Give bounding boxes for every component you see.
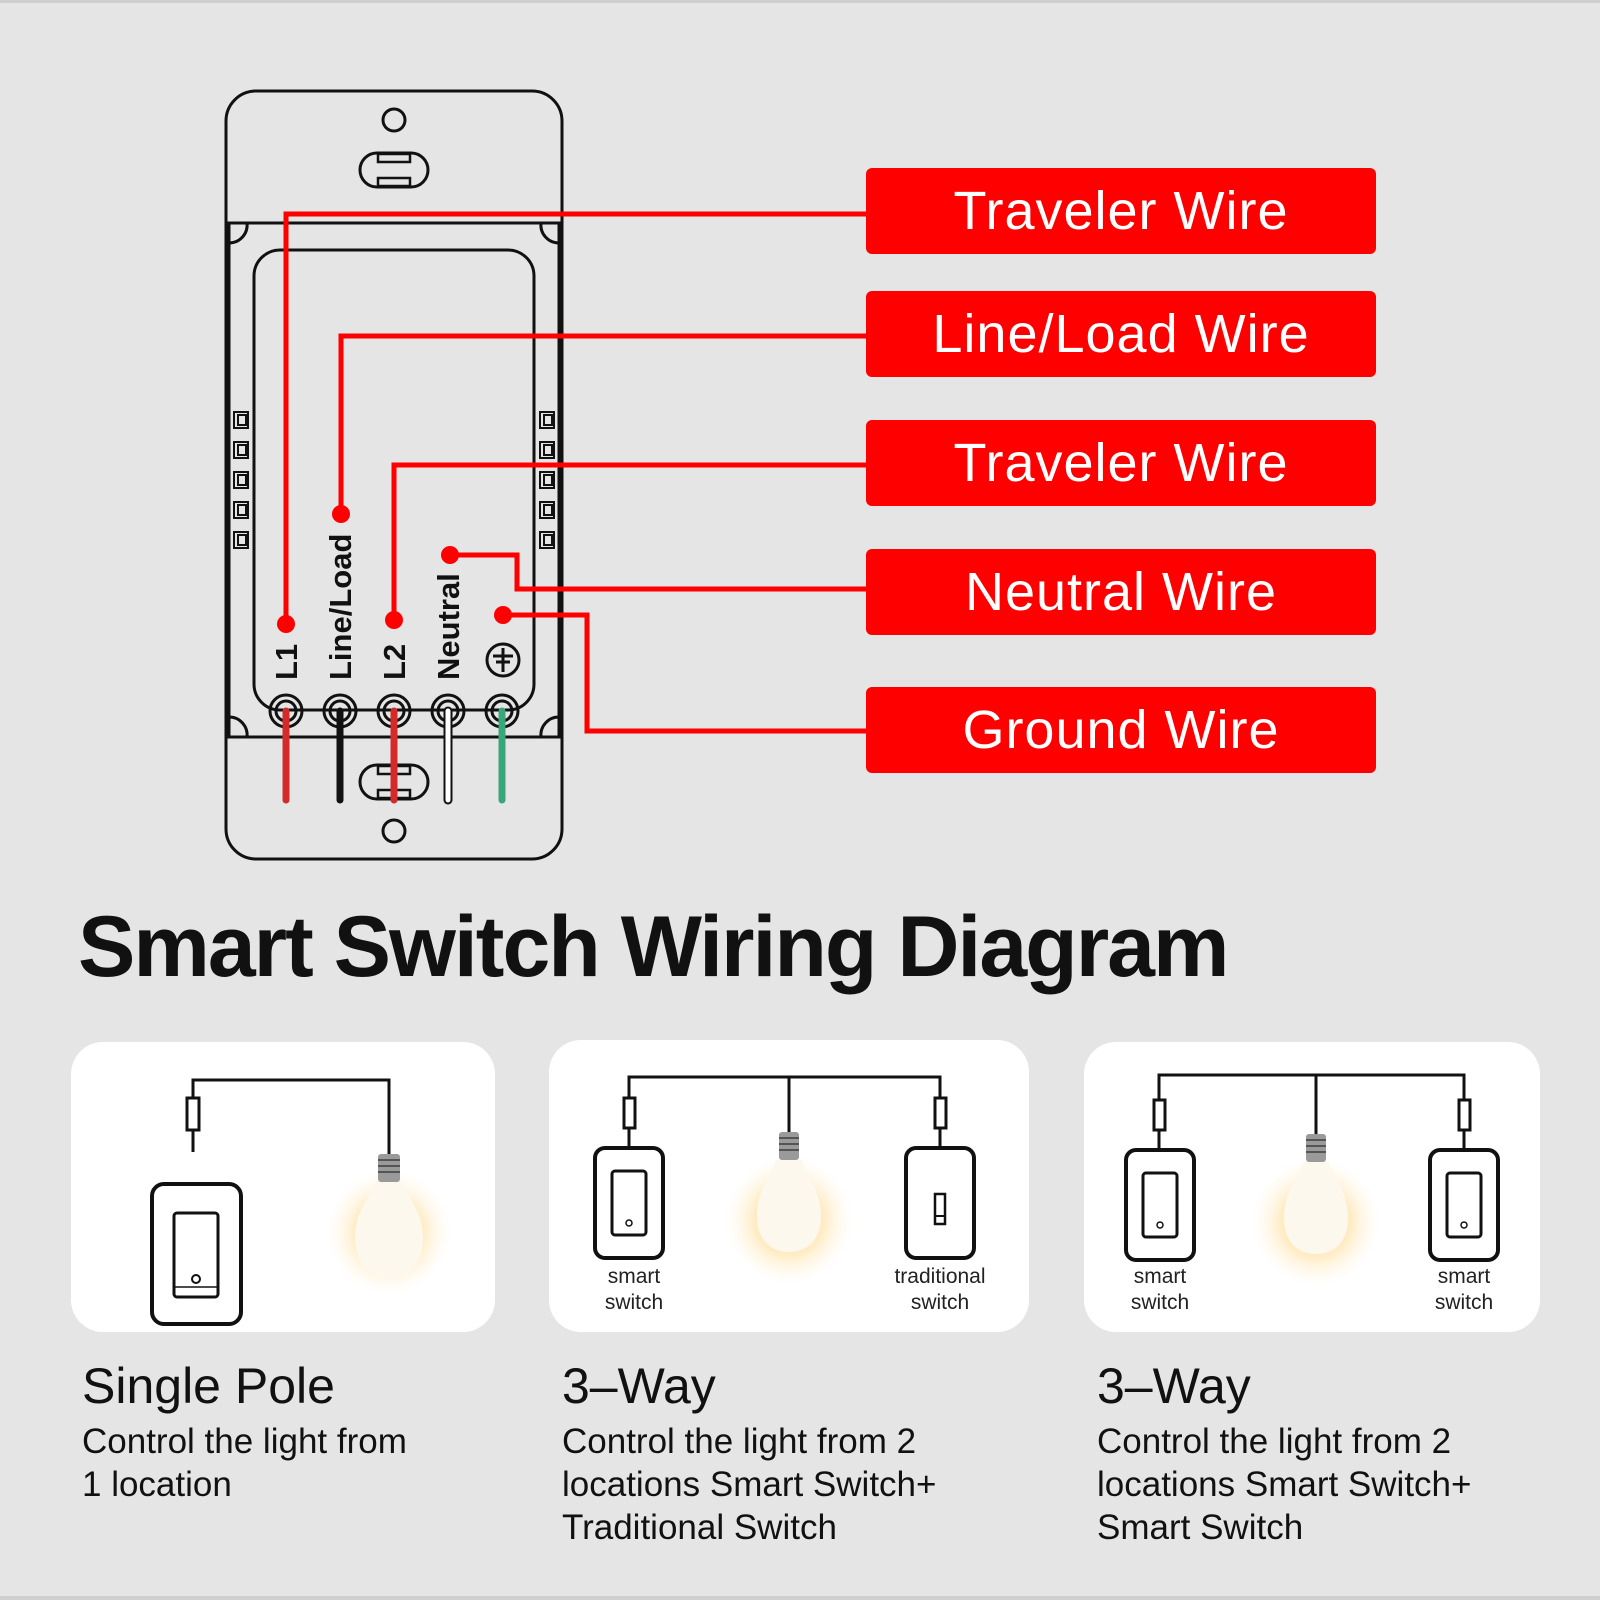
- switch-wiring-diagram: L1 Line/Load L2 Neutral: [224, 89, 866, 861]
- wire-label-traveler-1: Traveler Wire: [866, 168, 1376, 254]
- light-bulb-icon: [725, 1132, 853, 1284]
- caption-smart-switch: smart switch: [604, 1265, 664, 1314]
- smart-switch-icon: [150, 1182, 243, 1326]
- fuse-icon-left: [1152, 1098, 1167, 1132]
- config-description: Control the light from 1 location: [82, 1422, 407, 1504]
- mounting-slot-top: [358, 151, 430, 189]
- leader-dot-ground: [494, 606, 512, 624]
- ground-symbol-icon: [485, 642, 521, 678]
- config-desc-single-pole: Single Pole Control the light from 1 loc…: [82, 1356, 407, 1506]
- wire-label-neutral: Neutral Wire: [866, 549, 1376, 635]
- fuse-icon-right: [933, 1096, 948, 1130]
- config-description: Control the light from 2 locations Smart…: [1097, 1422, 1472, 1547]
- leader-dot-l2: [385, 611, 403, 629]
- fuse-icon-left: [622, 1096, 637, 1130]
- config-description: Control the light from 2 locations Smart…: [562, 1422, 937, 1547]
- traditional-switch-icon: [904, 1146, 976, 1260]
- config-title: 3–Way: [1097, 1358, 1251, 1414]
- leader-lines: [277, 211, 866, 734]
- circuit-wire: [191, 1078, 391, 1154]
- config-card-3way-traditional: smart switch traditional switch: [549, 1040, 1029, 1332]
- caption-traditional-switch: traditional switch: [894, 1265, 986, 1314]
- leader-neutral: [450, 552, 866, 592]
- smart-switch-icon: [593, 1146, 665, 1260]
- terminal-label-l1: L1: [269, 644, 304, 680]
- terminal-label-l2: L2: [377, 644, 412, 680]
- fuse-icon: [185, 1096, 201, 1132]
- config-card-3way-smart: smart switch smart switch: [1084, 1042, 1540, 1332]
- bottom-border: [0, 1596, 1600, 1600]
- leader-line-load: [338, 333, 866, 514]
- leader-dot-neutral: [441, 546, 459, 564]
- config-title: Single Pole: [82, 1358, 335, 1414]
- page-title: Smart Switch Wiring Diagram: [78, 899, 1229, 995]
- light-bulb-icon: [327, 1154, 451, 1294]
- caption-smart-switch-right: smart switch: [1434, 1265, 1494, 1314]
- terminal-label-line-load: Line/Load: [323, 534, 358, 680]
- terminal-label-neutral: Neutral: [431, 573, 466, 680]
- leader-ground: [503, 612, 866, 734]
- 3way-traditional-illustration: [593, 1075, 976, 1284]
- terminal-wires: [282, 706, 506, 805]
- config-card-single-pole: [71, 1042, 495, 1332]
- caption-smart-switch-left: smart switch: [1130, 1265, 1190, 1314]
- screw-hole-top: [381, 107, 407, 133]
- wire-label-ground: Ground Wire: [866, 687, 1376, 773]
- config-title: 3–Way: [562, 1358, 716, 1414]
- top-border: [0, 0, 1600, 3]
- 3way-smart-illustration: [1124, 1073, 1500, 1286]
- light-bulb-icon: [1252, 1134, 1380, 1286]
- screw-hole-bottom: [381, 818, 407, 844]
- leader-traveler-l2: [391, 462, 866, 620]
- wire-label-traveler-2: Traveler Wire: [866, 420, 1376, 506]
- single-pole-illustration: [150, 1078, 451, 1326]
- config-desc-3way-traditional: 3–Way Control the light from 2 locations…: [562, 1356, 936, 1549]
- wire-label-line-load: Line/Load Wire: [866, 291, 1376, 377]
- smart-switch-icon-left: [1124, 1148, 1196, 1262]
- fuse-icon-right: [1457, 1098, 1472, 1132]
- leader-dot-l1: [277, 615, 295, 633]
- smart-switch-icon-right: [1428, 1148, 1500, 1262]
- leader-dot-line-load: [332, 505, 350, 523]
- config-desc-3way-smart: 3–Way Control the light from 2 locations…: [1097, 1356, 1471, 1549]
- leader-traveler-l1: [283, 211, 866, 624]
